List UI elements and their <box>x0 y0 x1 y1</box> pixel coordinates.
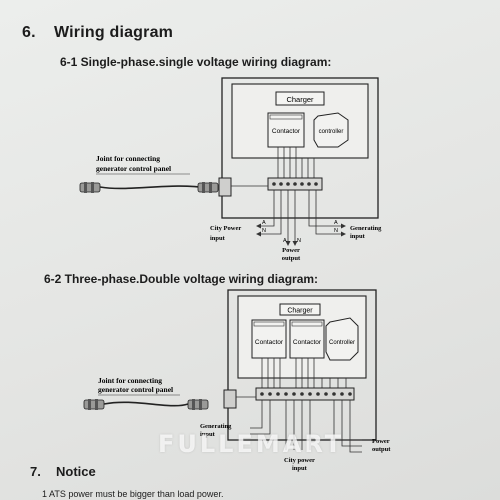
contactor-left-box <box>251 319 287 359</box>
contactor-left-label: Contactor <box>255 339 284 346</box>
generator-connector <box>218 177 232 197</box>
gen-A: A <box>334 220 338 226</box>
city-power-N: N <box>262 228 266 234</box>
generator-cable <box>103 401 189 407</box>
generating-label-1: Generating <box>200 423 232 430</box>
city-power-A: A <box>262 220 266 226</box>
controller-box <box>325 317 359 361</box>
charger-label: Charger <box>287 308 313 315</box>
generating-label-2: input <box>200 431 216 438</box>
city-power-label-1: City Power <box>210 225 241 232</box>
generating-label-1: Generating <box>350 225 382 232</box>
power-output-label-2: output <box>372 446 391 453</box>
power-output-label-1: Power <box>372 438 390 445</box>
contactor-right-box <box>289 319 325 359</box>
cable-plug-left <box>79 182 101 193</box>
joint-label-line-1: Joint for connecting <box>96 154 160 163</box>
contactor-top-strip <box>269 114 303 120</box>
joint-label-line-2: generator control panel <box>96 164 171 173</box>
section-7-title: Notice <box>56 464 96 479</box>
controller-box <box>313 112 349 148</box>
section-7-heading: 7. Notice <box>30 464 96 479</box>
contactor-label: Contactor <box>272 128 301 135</box>
cable-plug-left <box>83 399 105 410</box>
charger-box <box>275 91 325 106</box>
out-A: A <box>283 238 287 244</box>
power-output-label-1: Power <box>282 247 300 254</box>
external-wires <box>250 400 362 453</box>
generating-label-2: input <box>350 233 366 240</box>
notice-line-1: 1 ATS power must be bigger than load pow… <box>42 489 224 499</box>
internal-wires <box>261 358 347 388</box>
diagram-2-heading: 6-2 Three-phase.Double voltage wiring di… <box>44 272 319 286</box>
generator-cable <box>99 185 209 190</box>
cabinet-outline <box>221 77 379 219</box>
power-output-label-2: output <box>282 255 301 262</box>
contactor-left-strip <box>253 321 285 327</box>
generator-connector <box>223 389 237 409</box>
city-power-label-2: input <box>210 235 226 242</box>
diagram-1-heading: 6-1 Single-phase.single voltage wiring d… <box>60 55 332 69</box>
charger-box <box>279 303 321 316</box>
section-6-number: 6. <box>22 24 36 41</box>
city-power-label-2: input <box>292 465 308 472</box>
external-wires <box>258 190 344 244</box>
controller-label: controller <box>319 129 344 135</box>
joint-label-line-1: Joint for connecting <box>98 376 162 385</box>
section-6-heading: 6. Wiring diagram <box>22 24 173 42</box>
joint-label-line-2: generator control panel <box>98 385 173 394</box>
contactor-right-strip <box>291 321 323 327</box>
contactor-right-label: Contactor <box>293 339 322 346</box>
charger-label: Charger <box>286 95 314 104</box>
city-power-label-1: City power <box>284 457 315 464</box>
cable-plug-right <box>197 182 219 193</box>
watermark: FULLEMART <box>158 430 345 458</box>
controller-label: Controller <box>329 340 355 346</box>
wire-arrows <box>256 223 346 246</box>
internal-wires <box>277 147 315 178</box>
terminal-block <box>255 387 355 401</box>
section-6-title: Wiring diagram <box>54 24 174 41</box>
section-7-number: 7. <box>30 464 41 479</box>
terminal-screws <box>272 182 318 186</box>
cable-plug-right <box>187 399 209 410</box>
out-N: N <box>297 238 301 244</box>
terminal-screws <box>260 392 352 396</box>
gen-N: N <box>334 228 338 234</box>
contactor-box <box>267 112 305 148</box>
